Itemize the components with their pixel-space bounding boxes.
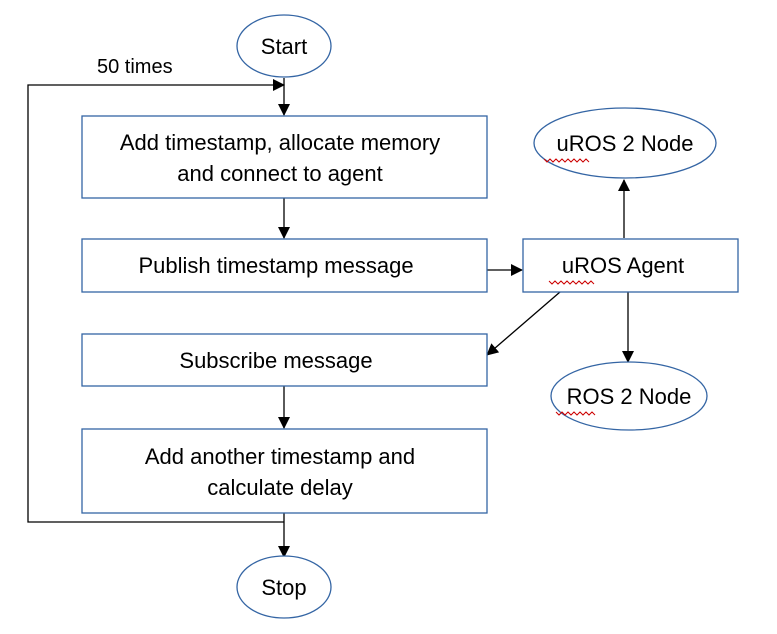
spellcheck-underline	[543, 158, 590, 163]
step-calc-delay-line1: Add another timestamp and	[145, 444, 415, 469]
ros-2-node: ROS 2 Node	[550, 361, 708, 431]
edge-loop-back	[27, 79, 285, 523]
start-node: Start	[236, 14, 332, 78]
uros-2-node: uROS 2 Node	[533, 107, 717, 179]
uros-agent-label: uROS Agent	[562, 253, 684, 278]
uros-2-node-label: uROS 2 Node	[557, 131, 694, 156]
step-publish-label: Publish timestamp message	[138, 253, 413, 278]
step-add-timestamp: Add timestamp, allocate memory and conne…	[81, 115, 488, 199]
step-add-timestamp-line2: and connect to agent	[177, 161, 383, 186]
step-calc-delay-line2: calculate delay	[207, 475, 353, 500]
uros-agent-node: uROS Agent	[522, 238, 739, 293]
stop-node: Stop	[236, 555, 332, 619]
spellcheck-underline	[548, 280, 595, 285]
ros-2-node-label: ROS 2 Node	[567, 384, 692, 409]
spellcheck-underline	[555, 411, 596, 416]
edge-agent-to-step3	[486, 291, 561, 356]
step-subscribe-label: Subscribe message	[179, 348, 372, 373]
step-publish: Publish timestamp message	[81, 238, 488, 293]
step-calc-delay: Add another timestamp and calculate dela…	[81, 428, 488, 514]
step-add-timestamp-line1: Add timestamp, allocate memory	[120, 130, 440, 155]
stop-label: Stop	[261, 575, 306, 600]
step-subscribe: Subscribe message	[81, 333, 488, 387]
start-label: Start	[261, 34, 307, 59]
loop-count-label: 50 times	[97, 56, 173, 78]
